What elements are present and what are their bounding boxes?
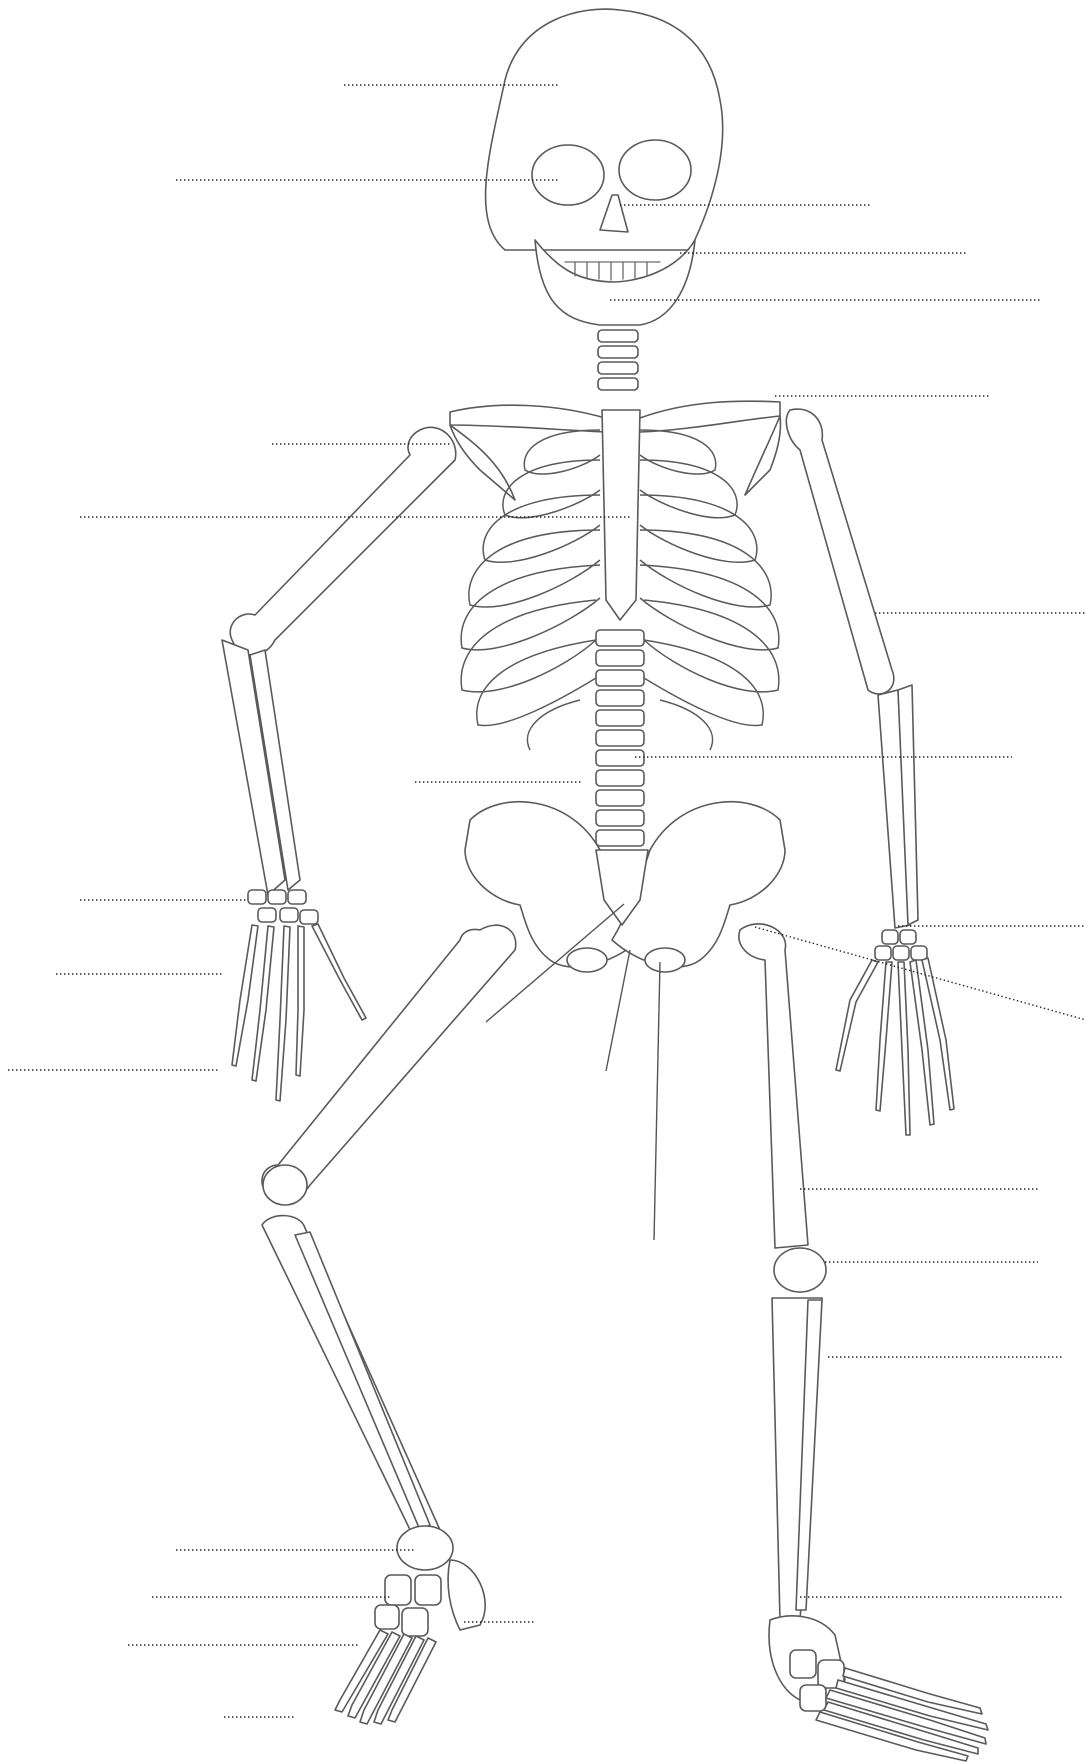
left-fibula [295,1232,430,1530]
right-obturator [645,948,685,972]
mandible [535,240,695,325]
right-leg [739,924,988,1761]
left-humerus [230,427,456,655]
right-hand [836,930,954,1135]
left-patella [263,1165,307,1205]
right-patella [774,1248,826,1292]
right-foot [769,1616,988,1761]
left-hand [232,890,366,1101]
pointer-line [606,950,630,1071]
right-femur [739,924,808,1248]
right-scapula [745,416,781,495]
right-eye-socket [619,140,691,200]
left-eye-socket [532,145,604,205]
right-humerus [786,409,893,694]
left-scapula [450,425,515,500]
skull [486,9,723,325]
pointer-line [654,962,660,1240]
sternum [602,410,640,620]
left-obturator [567,948,607,972]
cranium [486,9,723,250]
left-foot [335,1526,485,1724]
right-arm [786,409,954,1135]
